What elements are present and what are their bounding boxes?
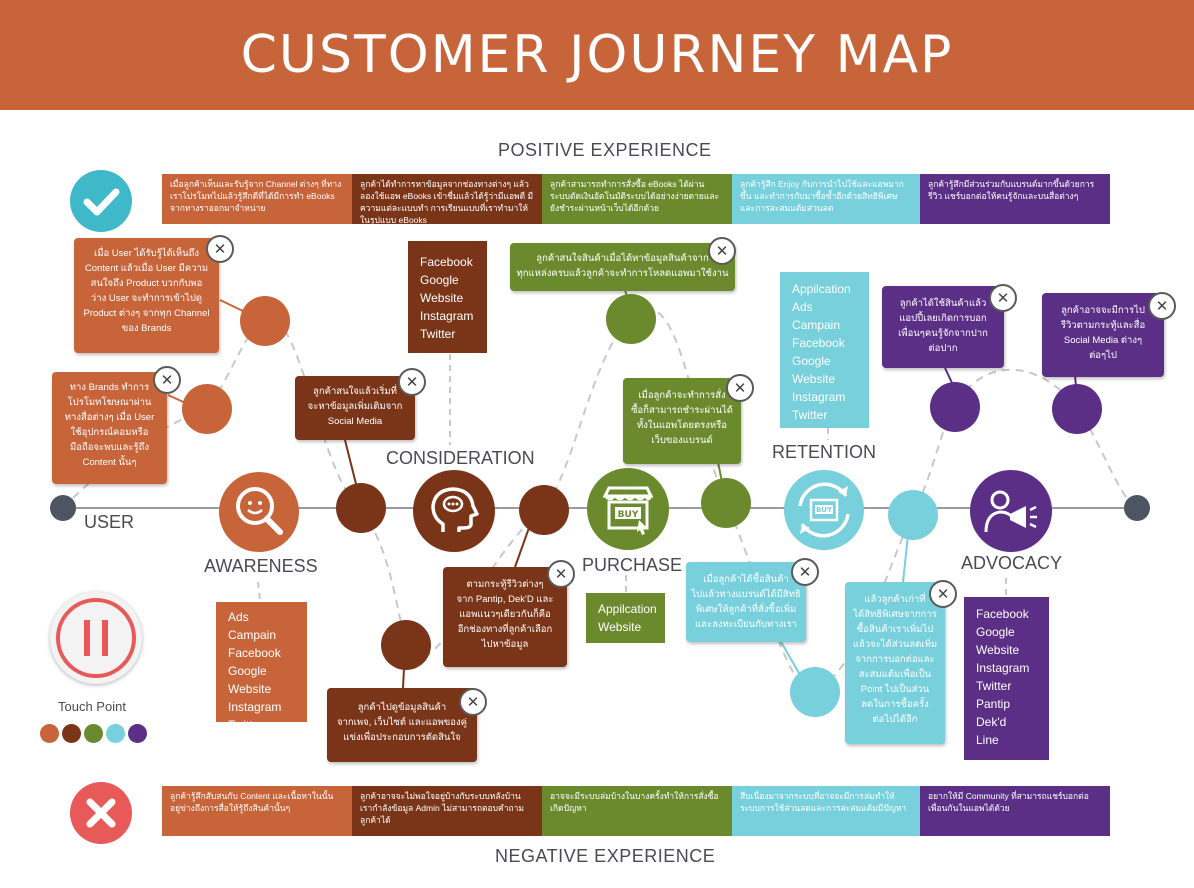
page-title: CUSTOMER JOURNEY MAP	[240, 25, 954, 85]
connector-con-bottom	[402, 667, 405, 689]
negative-bar-consideration: ลูกค้าอาจจะไม่พอใจอยู่บ้างกับระบบหลังบ้า…	[352, 786, 542, 836]
close-icon[interactable]: ✕	[929, 580, 957, 608]
person-magnifier-icon	[219, 472, 299, 552]
negative-bar-retention: สืบเนื่องมาจากระบบที่อาจจะมีการล่มทำให้ร…	[732, 786, 920, 836]
purchase-card-mid: เมื่อลูกค้าจะทำการสั่ง ซื้อก็สามารถชำระผ…	[623, 378, 741, 464]
legend-dot-purple	[128, 724, 147, 743]
connector-aw-top	[219, 299, 246, 313]
megaphone-person-icon	[970, 470, 1052, 552]
connector-con-mid	[514, 524, 531, 568]
close-icon[interactable]: ✕	[708, 237, 736, 265]
touchpoint-dot	[381, 620, 431, 670]
consideration-card-top: ลูกค้าสนใจแล้วเริ่มที่ จะหาข้อมูลเพิ่มเต…	[295, 376, 415, 440]
touchpoint-dot	[519, 485, 569, 535]
consideration-card-mid: ตามกระทู้รีวิวต่างๆ จาก Pantip, Dek'D แล…	[443, 567, 567, 667]
consideration-card-bottom: ลูกค้าไปดูข้อมูลสินค้า จากเพจ, เว็บไซต์ …	[327, 688, 477, 762]
retention-card-bottom: แล้วลูกค้าเก่าที่ ได้สิทธิพิเศษจากการ ซื…	[845, 582, 945, 744]
touchpoint-dot	[930, 382, 980, 432]
consideration-channel-list: Facebook Google Website Instagram Twitte…	[408, 241, 487, 353]
journey-end-dot	[1124, 495, 1150, 521]
touchpoint-dot	[240, 296, 290, 346]
touchpoint-dot	[888, 490, 938, 540]
pause-icon	[50, 592, 142, 684]
awareness-card-top: เมื่อ User ได้รับรู้ได้เห็นถึง Content แ…	[74, 238, 219, 353]
touchpoint-dot	[701, 478, 751, 528]
purchase-channel-list: Appilcation Website	[586, 593, 665, 643]
positive-bar-retention: ลูกค้ารู้สึก Enjoy กับการนำไปใช้และแอพมา…	[732, 174, 920, 224]
close-icon[interactable]: ✕	[206, 235, 234, 263]
close-icon[interactable]: ✕	[459, 688, 487, 716]
check-icon	[70, 170, 132, 232]
purchase-card-top: ลูกค้าสนใจสินค้าเมื่อได้หาข้อมูลสินค้าจา…	[510, 243, 735, 291]
positive-bar-consideration: ลูกค้าได้ทำการหาข้อมูลจากช่องทางต่างๆ แล…	[352, 174, 542, 224]
touchpoint-dot	[182, 384, 232, 434]
positive-bar-advocacy: ลูกค้ารู้สึกมีส่วนร่วมกับแบรนด์มากขึ้นด้…	[920, 174, 1110, 224]
positive-bar-awareness: เมื่อลูกค้าเห็นและรับรู้จาก Channel ต่าง…	[162, 174, 352, 224]
awareness-channel-list: Ads Campain Facebook Google Website Inst…	[216, 602, 307, 732]
close-icon[interactable]: ✕	[547, 560, 575, 588]
retention-label: RETENTION	[772, 442, 877, 462]
legend-dot-green	[84, 724, 103, 743]
shop-buy-icon: BUY	[587, 468, 669, 550]
advocacy-card-1: ลูกค้าได้ใช้สินค้าแล้ว แอปปี้เลยเกิดการบ…	[882, 286, 1004, 368]
close-icon[interactable]: ✕	[1148, 292, 1176, 320]
user-start-dot	[50, 495, 76, 521]
touchpoint-dot	[336, 483, 386, 533]
close-icon[interactable]: ✕	[989, 284, 1017, 312]
cross-icon	[70, 782, 132, 844]
connector-aw-list	[257, 581, 261, 601]
user-label: USER	[84, 512, 135, 532]
close-icon[interactable]: ✕	[791, 558, 819, 586]
thinking-head-icon	[413, 470, 495, 552]
purchase-label: PURCHASE	[582, 555, 683, 575]
advocacy-channel-list: Facebook Google Website Instagram Twitte…	[964, 597, 1049, 760]
touchpoint-dot	[1052, 384, 1102, 434]
retention-card-top: เมื่อลูกค้าได้ซื้อสินค้า ไปแล้วทางแบรนด์…	[686, 562, 806, 642]
negative-bar-advocacy: อยากให้มี Community ที่สามารถแชร์บอกต่อเ…	[920, 786, 1110, 836]
positive-bar-purchase: ลูกค้าสามารถทำการสั่งซื้อ eBooks ได้ผ่าน…	[542, 174, 732, 224]
positive-experience-title: POSITIVE EXPERIENCE	[498, 140, 712, 160]
legend-dot-teal	[106, 724, 125, 743]
legend-dot-orange	[40, 724, 59, 743]
touch-point-label: Touch Point	[58, 699, 126, 714]
close-icon[interactable]: ✕	[153, 366, 181, 394]
consideration-label: CONSIDERATION	[386, 448, 535, 468]
touch-point-legend	[40, 724, 150, 747]
close-icon[interactable]: ✕	[398, 368, 426, 396]
awareness-card-bottom: ทาง Brands ทำการ โปรโมทโฆษณาผ่าน ทางสื่อ…	[52, 372, 167, 484]
legend-dot-brown	[62, 724, 81, 743]
buy-label: BUY	[816, 506, 833, 514]
close-icon[interactable]: ✕	[726, 374, 754, 402]
negative-experience-title: NEGATIVE EXPERIENCE	[495, 846, 716, 866]
refresh-shop-icon: BUY	[784, 470, 864, 550]
negative-bar-purchase: อาจจะมีระบบล่มบ้างในบางครั้งทำให้การสั่ง…	[542, 786, 732, 836]
connector-ret-bottom	[902, 534, 909, 583]
buy-label: BUY	[618, 510, 639, 520]
connector-ret-top	[779, 639, 801, 676]
header-banner: CUSTOMER JOURNEY MAP	[0, 0, 1194, 110]
retention-channel-list: Appilcation Ads Campain Facebook Google …	[780, 272, 869, 440]
awareness-label: AWARENESS	[204, 556, 318, 576]
advocacy-label: ADVOCACY	[961, 553, 1063, 573]
touchpoint-dot	[606, 294, 656, 344]
touchpoint-dot	[790, 667, 840, 717]
advocacy-card-2: ลูกค้าอาจจะมีการไป รีวิวตามกระทู้และสื่อ…	[1042, 293, 1164, 377]
negative-bar-awareness: ลูกค้ารู้สึกสับสนกับ Content และเนื้อหาใ…	[162, 786, 352, 836]
